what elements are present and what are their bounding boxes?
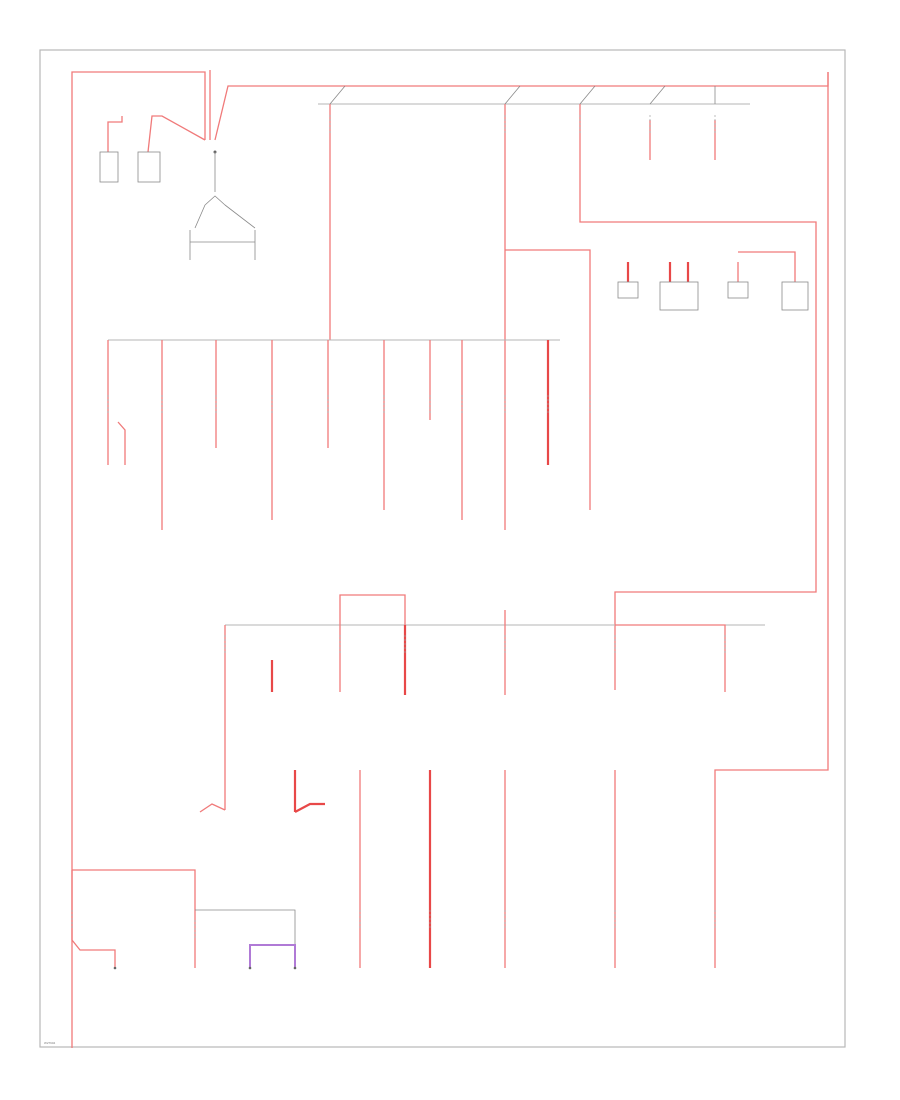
bottom-feed-72 bbox=[71, 870, 116, 968]
right-side-feed-wire bbox=[714, 72, 829, 968]
generator-wire bbox=[107, 116, 123, 152]
low-feed-615 bbox=[615, 624, 726, 692]
drawing-number: W27904 bbox=[44, 1041, 56, 1045]
top-fuse-bus bbox=[318, 85, 817, 690]
relay-coil-2 bbox=[668, 262, 690, 282]
battery-feed-main-wire bbox=[214, 72, 829, 141]
relay-box-1 bbox=[617, 281, 639, 299]
relay-box-2 bbox=[659, 281, 699, 311]
relay-coil-4 bbox=[738, 251, 796, 282]
mid-feed-125 bbox=[117, 421, 126, 465]
battery-ground bbox=[194, 152, 256, 229]
ground-relay-225 bbox=[199, 803, 226, 813]
battery-feed-left-wire bbox=[71, 71, 206, 1048]
ground-relay-295 bbox=[293, 770, 325, 813]
relay-box-3 bbox=[727, 281, 749, 299]
lower-fuse-row bbox=[224, 594, 765, 810]
bottom-terminal-3 bbox=[293, 966, 297, 970]
mid-right-relays bbox=[505, 249, 809, 510]
relay-feed-wire bbox=[505, 249, 591, 510]
bottom-fuse-dash-row bbox=[71, 910, 716, 940]
bottom-relay-box bbox=[195, 909, 296, 945]
bottom-terminal-1 bbox=[113, 966, 117, 970]
diagram-border bbox=[39, 49, 846, 1048]
bottom-section bbox=[71, 770, 716, 970]
purple-sensor-wire bbox=[249, 944, 296, 968]
mid-fuse-dash-row bbox=[107, 395, 591, 415]
middle-fuse-row bbox=[107, 339, 591, 530]
charging-system-component bbox=[137, 151, 161, 183]
battery-generator-section bbox=[71, 70, 829, 1048]
fuse-feed-580 bbox=[579, 104, 817, 690]
bottom-terminal-2 bbox=[248, 966, 252, 970]
top-bus-jumpers bbox=[329, 85, 716, 105]
charging-system-wire bbox=[147, 115, 206, 153]
low-feed-340 bbox=[339, 594, 406, 692]
low-fuse-dash-row bbox=[224, 635, 726, 655]
generator-component bbox=[99, 151, 119, 183]
relay-box-4 bbox=[781, 281, 809, 311]
ground-tree-wire bbox=[189, 230, 256, 260]
bottom-feed-80 bbox=[72, 869, 196, 968]
